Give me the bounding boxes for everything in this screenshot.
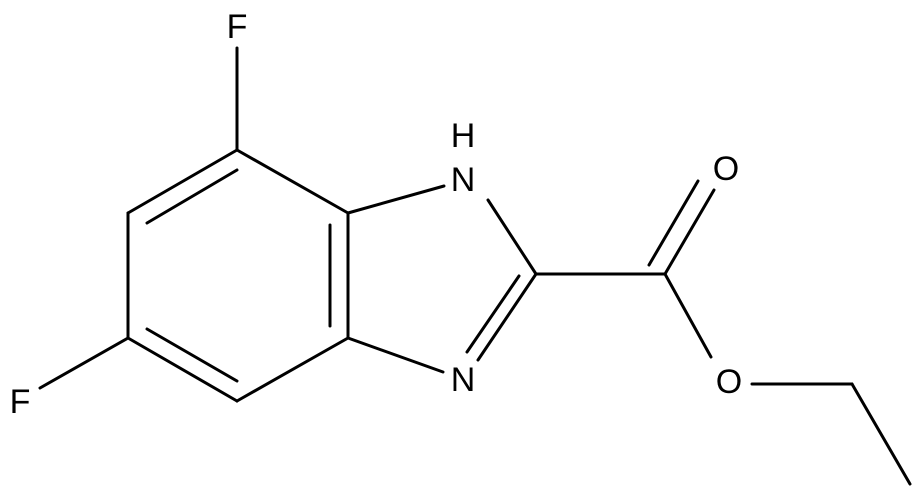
bond-c-o-double-1 [663,188,716,276]
bond-c-o-double-2 [647,179,700,267]
atom-label-f-left: F [10,383,31,421]
bond-ch2-ch3 [850,382,912,486]
atom-label-o-carbonyl: O [713,150,739,188]
bond-c7a-n1 [346,184,446,215]
atom-label-n-ring: N [451,361,476,399]
bond-c2-n3-inner [465,274,521,354]
bond-c7-c7a [235,148,350,215]
bond-c4-c5-inner [145,327,239,383]
atom-label-nh-n: N [451,161,476,199]
bond-c2-n3 [476,272,538,362]
bond-c6-c7-inner [145,168,239,225]
bond-layer [38,46,912,486]
atom-label-nh-h: H [451,117,476,155]
atom-label-f-top: F [227,8,248,46]
atom-label-layer: F F H N N O O [10,8,743,421]
bond-c3a-c4 [235,336,350,403]
bond-c4-c5 [126,336,239,403]
atom-label-o-ester: O [716,363,742,401]
bond-n1-c2 [486,198,538,276]
bond-n3-c3a [346,336,445,374]
bond-c5-f [38,336,130,390]
bond-c-o-ester [663,272,713,359]
bond-c6-c7 [126,148,239,215]
